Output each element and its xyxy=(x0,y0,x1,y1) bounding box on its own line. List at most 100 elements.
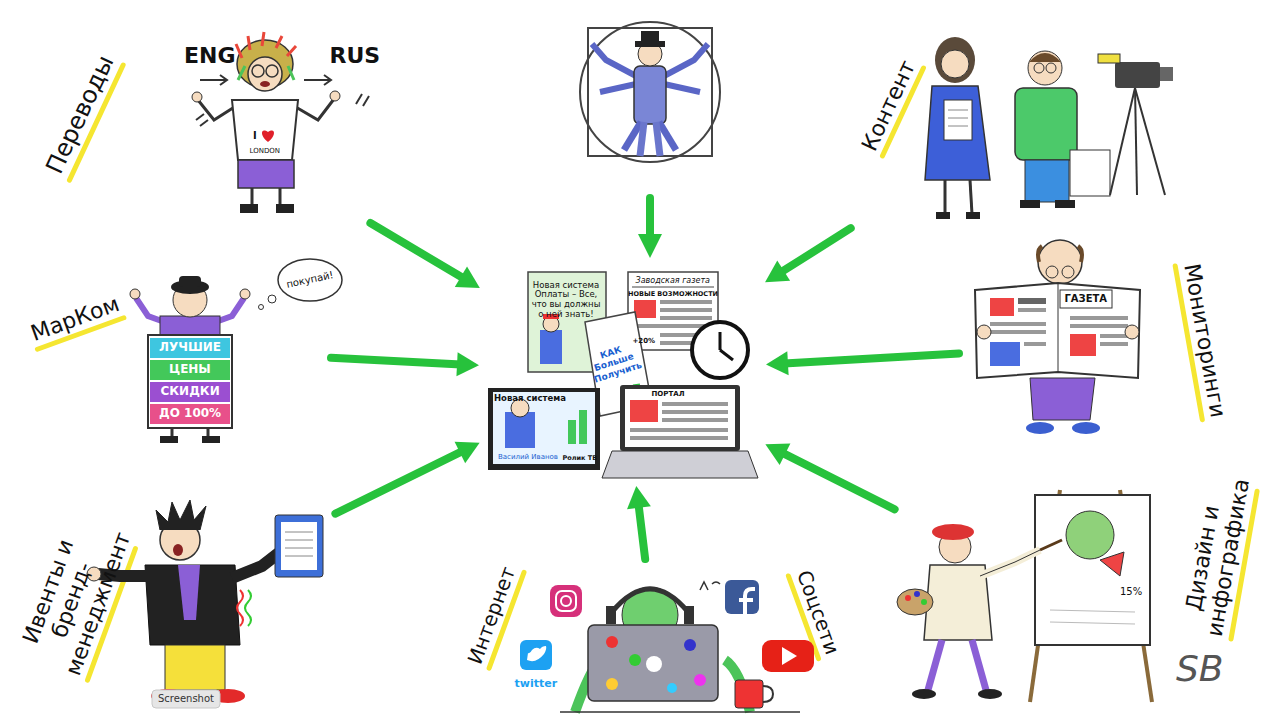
monitoring-figure xyxy=(1070,324,1128,328)
category-label: Мониторинги xyxy=(1179,261,1231,419)
monitoring-figure xyxy=(1060,290,1112,308)
translator-figure xyxy=(262,130,274,142)
marcom-figure xyxy=(179,276,201,287)
internet-figure xyxy=(550,585,582,617)
internet-figure xyxy=(629,654,641,666)
marcom-figure xyxy=(150,404,230,424)
content-figures xyxy=(925,86,990,180)
category-label: Дизайн и инфографика xyxy=(1177,482,1253,639)
monitoring-figure xyxy=(1038,246,1082,262)
translator-figure xyxy=(304,79,330,81)
monitoring-figure xyxy=(1026,422,1054,434)
monitoring-figure xyxy=(1100,342,1128,346)
internet-figure xyxy=(556,591,576,611)
media-cluster xyxy=(662,402,728,406)
events-figure xyxy=(237,590,243,626)
media-cluster xyxy=(660,300,712,304)
tv-caption: Ролик ТВ xyxy=(563,455,598,462)
design-figure xyxy=(980,550,1040,576)
monitoring-figure xyxy=(990,298,1014,316)
internet-figure xyxy=(606,678,618,690)
category-label: Интернет xyxy=(464,563,520,666)
translator-figure xyxy=(220,75,227,85)
internet-figure xyxy=(762,640,814,672)
media-cluster xyxy=(540,330,562,364)
monitoring-figure xyxy=(990,330,1046,334)
design-figure xyxy=(914,591,920,597)
vitruvian-figure xyxy=(600,84,636,92)
events-figure xyxy=(245,590,251,626)
internet-figure xyxy=(561,596,571,606)
translator-figure xyxy=(276,204,294,213)
speech-text: покупай! xyxy=(285,269,334,290)
events-figure xyxy=(165,645,225,690)
events-figure xyxy=(285,532,313,533)
content-figures xyxy=(941,50,969,78)
translator-figure xyxy=(294,99,334,120)
sign-text: ЦЕНЫ xyxy=(169,363,211,377)
internet-figure xyxy=(739,589,755,614)
media-cluster xyxy=(625,389,735,447)
newspaper-title: Заводская газета xyxy=(636,276,711,285)
media-cluster xyxy=(720,350,733,360)
vitruvian-figure xyxy=(646,198,654,236)
internet-figure xyxy=(560,711,800,713)
media-cluster xyxy=(662,418,728,422)
marcom-figure xyxy=(150,382,230,402)
monitoring-figure xyxy=(1072,422,1100,434)
newspaper-number: +20% xyxy=(633,337,656,345)
media-cluster xyxy=(632,287,714,288)
events-figure xyxy=(173,544,183,556)
translator-figure xyxy=(324,75,331,85)
language-label: ENG xyxy=(184,43,236,68)
marcom-figure xyxy=(150,360,230,380)
content-figures xyxy=(936,212,950,219)
marcom-figure xyxy=(150,338,230,358)
internet-figure xyxy=(646,656,662,672)
marcom-figure xyxy=(130,259,342,443)
content-figures xyxy=(948,126,968,127)
sign-text: ДО 100% xyxy=(159,407,221,421)
media-cluster xyxy=(660,308,712,312)
arrow-line xyxy=(784,354,959,364)
internet-figure xyxy=(735,680,763,708)
translator-figure xyxy=(260,81,270,87)
sign-text: ЛУЧШИЕ xyxy=(159,341,221,355)
design-figure xyxy=(912,689,936,699)
media-cluster xyxy=(630,428,728,432)
events-figure xyxy=(152,690,220,708)
monitoring-figure xyxy=(990,322,1046,326)
arrow-line xyxy=(370,223,464,279)
design-figure xyxy=(905,595,911,601)
content-figures xyxy=(1046,63,1056,73)
monitoring-figure xyxy=(1024,342,1046,346)
media-cluster xyxy=(660,316,712,320)
content-figures xyxy=(1020,200,1040,208)
category-area: Ивенты и бренд-менеджмент xyxy=(10,480,330,710)
icon-caption: twitter xyxy=(515,678,558,691)
arrow-head xyxy=(765,260,790,282)
category-label: Ивенты и бренд-менеджмент xyxy=(12,521,131,679)
monitoring-figure xyxy=(1125,325,1139,339)
vitruvian-figure xyxy=(580,22,720,162)
arrow-line xyxy=(638,504,645,559)
tv-caption: Василий Иванов xyxy=(498,453,558,461)
design-figure xyxy=(932,524,974,540)
monitoring-figure xyxy=(1062,266,1074,278)
monitoring-figure xyxy=(1046,266,1058,278)
monitoring-figure xyxy=(1018,298,1046,304)
vitruvian-figure xyxy=(640,122,644,156)
sign-text: СКИДКИ xyxy=(161,385,220,399)
media-cluster xyxy=(692,322,748,378)
internet-figure xyxy=(782,647,797,665)
content-figures xyxy=(935,37,975,83)
internet-figure xyxy=(588,625,718,701)
translator-figure xyxy=(356,94,369,106)
marcom-figure xyxy=(148,335,232,428)
flow-arrow xyxy=(765,443,894,509)
internet-figure xyxy=(684,606,694,624)
events-figure xyxy=(156,500,206,530)
internet-figure xyxy=(520,580,814,712)
monitoring-figure xyxy=(990,342,1020,366)
